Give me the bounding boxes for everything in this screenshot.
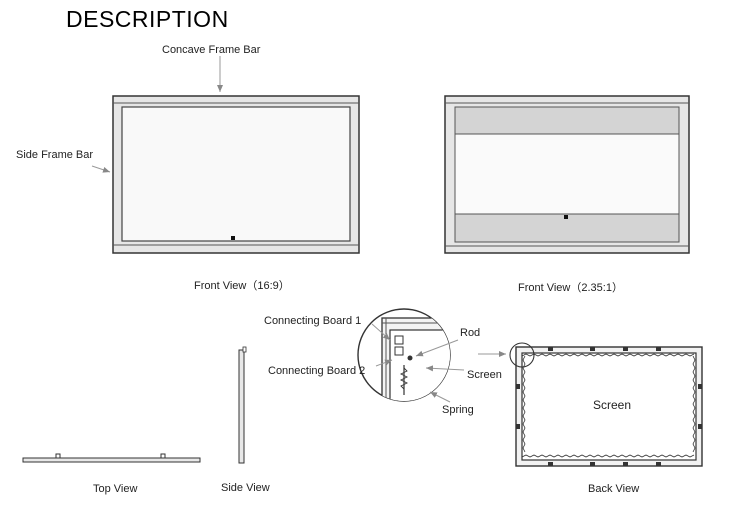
side-view-bar xyxy=(238,346,247,464)
front-view-frame xyxy=(112,95,360,254)
connecting-board-2-arrow xyxy=(375,359,393,367)
front-view-caption: Front View（16:9） xyxy=(194,280,290,292)
front-view-wide-frame xyxy=(444,95,690,254)
connecting-board-1-arrow xyxy=(371,323,391,341)
concave-frame-bar-label: Concave Frame Bar xyxy=(162,44,261,56)
detail-circle xyxy=(357,308,451,402)
spring-label: Spring xyxy=(442,404,474,416)
spring-arrow xyxy=(429,391,451,403)
connecting-board-1-label: Connecting Board 1 xyxy=(264,315,362,327)
back-view-caption: Back View xyxy=(588,483,640,495)
connecting-board-2-label: Connecting Board 2 xyxy=(268,365,366,377)
screen-detail-label: Screen xyxy=(467,369,502,381)
side-bar-arrow xyxy=(91,165,111,173)
back-view-frame xyxy=(509,342,703,467)
rod-arrow xyxy=(415,339,459,357)
side-view-caption: Side View xyxy=(221,482,270,494)
top-view-bar xyxy=(22,453,201,463)
rod-label: Rod xyxy=(460,327,481,339)
screen-arrow xyxy=(425,365,465,372)
front-view-wide-caption: Front View（2.35:1） xyxy=(518,282,623,294)
page-title: DESCRIPTION xyxy=(66,6,229,32)
back-view-screen-label: Screen xyxy=(593,398,632,412)
top-view-caption: Top View xyxy=(93,483,138,495)
side-frame-bar-label: Side Frame Bar xyxy=(16,149,94,161)
